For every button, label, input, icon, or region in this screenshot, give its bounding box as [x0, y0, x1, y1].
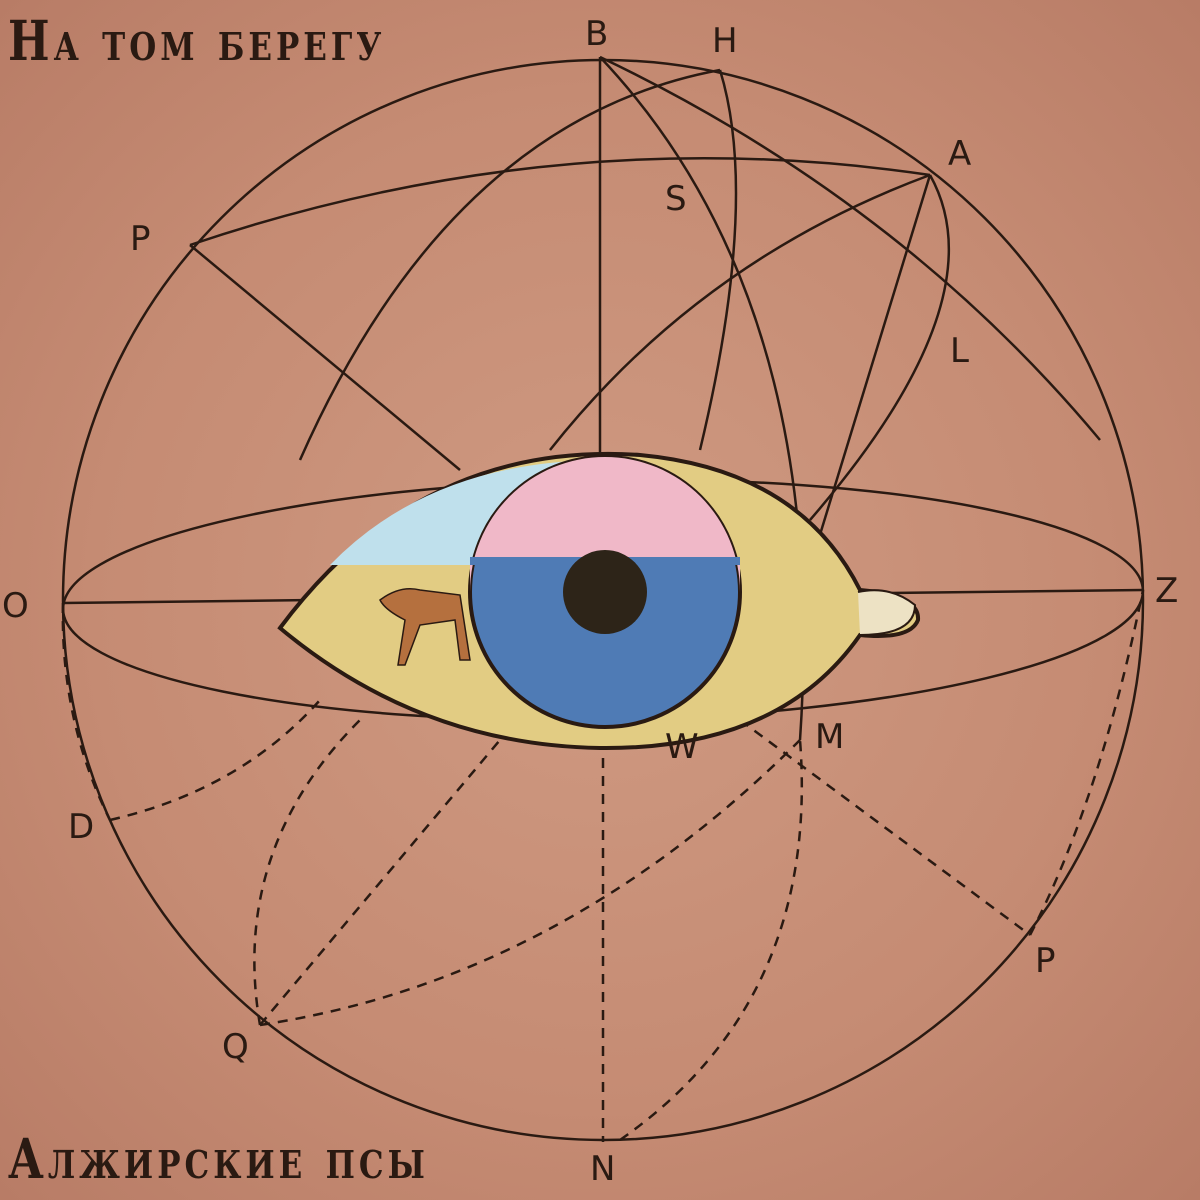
- camel-icon: [379, 588, 471, 666]
- album-title: На том берегу: [8, 10, 386, 74]
- label-o: O: [2, 586, 29, 626]
- arc-b: [599, 55, 1101, 441]
- label-q: Q: [222, 1027, 249, 1067]
- label-n: N: [590, 1149, 615, 1189]
- line-a: [798, 174, 932, 601]
- label-s: S: [665, 179, 687, 219]
- label-m: M: [815, 717, 844, 757]
- arc-h2: [298, 68, 721, 461]
- label-w: W: [665, 727, 699, 767]
- arc-a: [809, 174, 951, 521]
- artist-name: Алжирские псы: [8, 1128, 429, 1192]
- line-p-dashed: [739, 718, 1031, 937]
- arc-d: [109, 699, 321, 822]
- label-p-bottom: P: [1035, 941, 1056, 981]
- arc-q2: [259, 739, 801, 1027]
- label-l: L: [950, 331, 969, 371]
- label-a: A: [948, 134, 971, 174]
- pupil: [563, 550, 647, 634]
- arc-h: [698, 69, 738, 451]
- arc-p-z: [1028, 589, 1145, 936]
- arc-n: [619, 739, 804, 1142]
- label-p-top: P: [130, 219, 151, 259]
- label-z: Z: [1155, 571, 1178, 611]
- arc-q: [253, 719, 361, 1026]
- line-q: [259, 739, 501, 1026]
- label-d: D: [68, 807, 94, 847]
- eye-illustration: [277, 451, 921, 751]
- arc-a2: [549, 173, 931, 451]
- label-b: B: [585, 14, 608, 54]
- arc-o-d: [61, 602, 112, 821]
- arc-p-a: [189, 156, 931, 247]
- line-p: [189, 244, 461, 471]
- label-h: H: [712, 21, 738, 61]
- eye-tear-duct: [857, 589, 917, 636]
